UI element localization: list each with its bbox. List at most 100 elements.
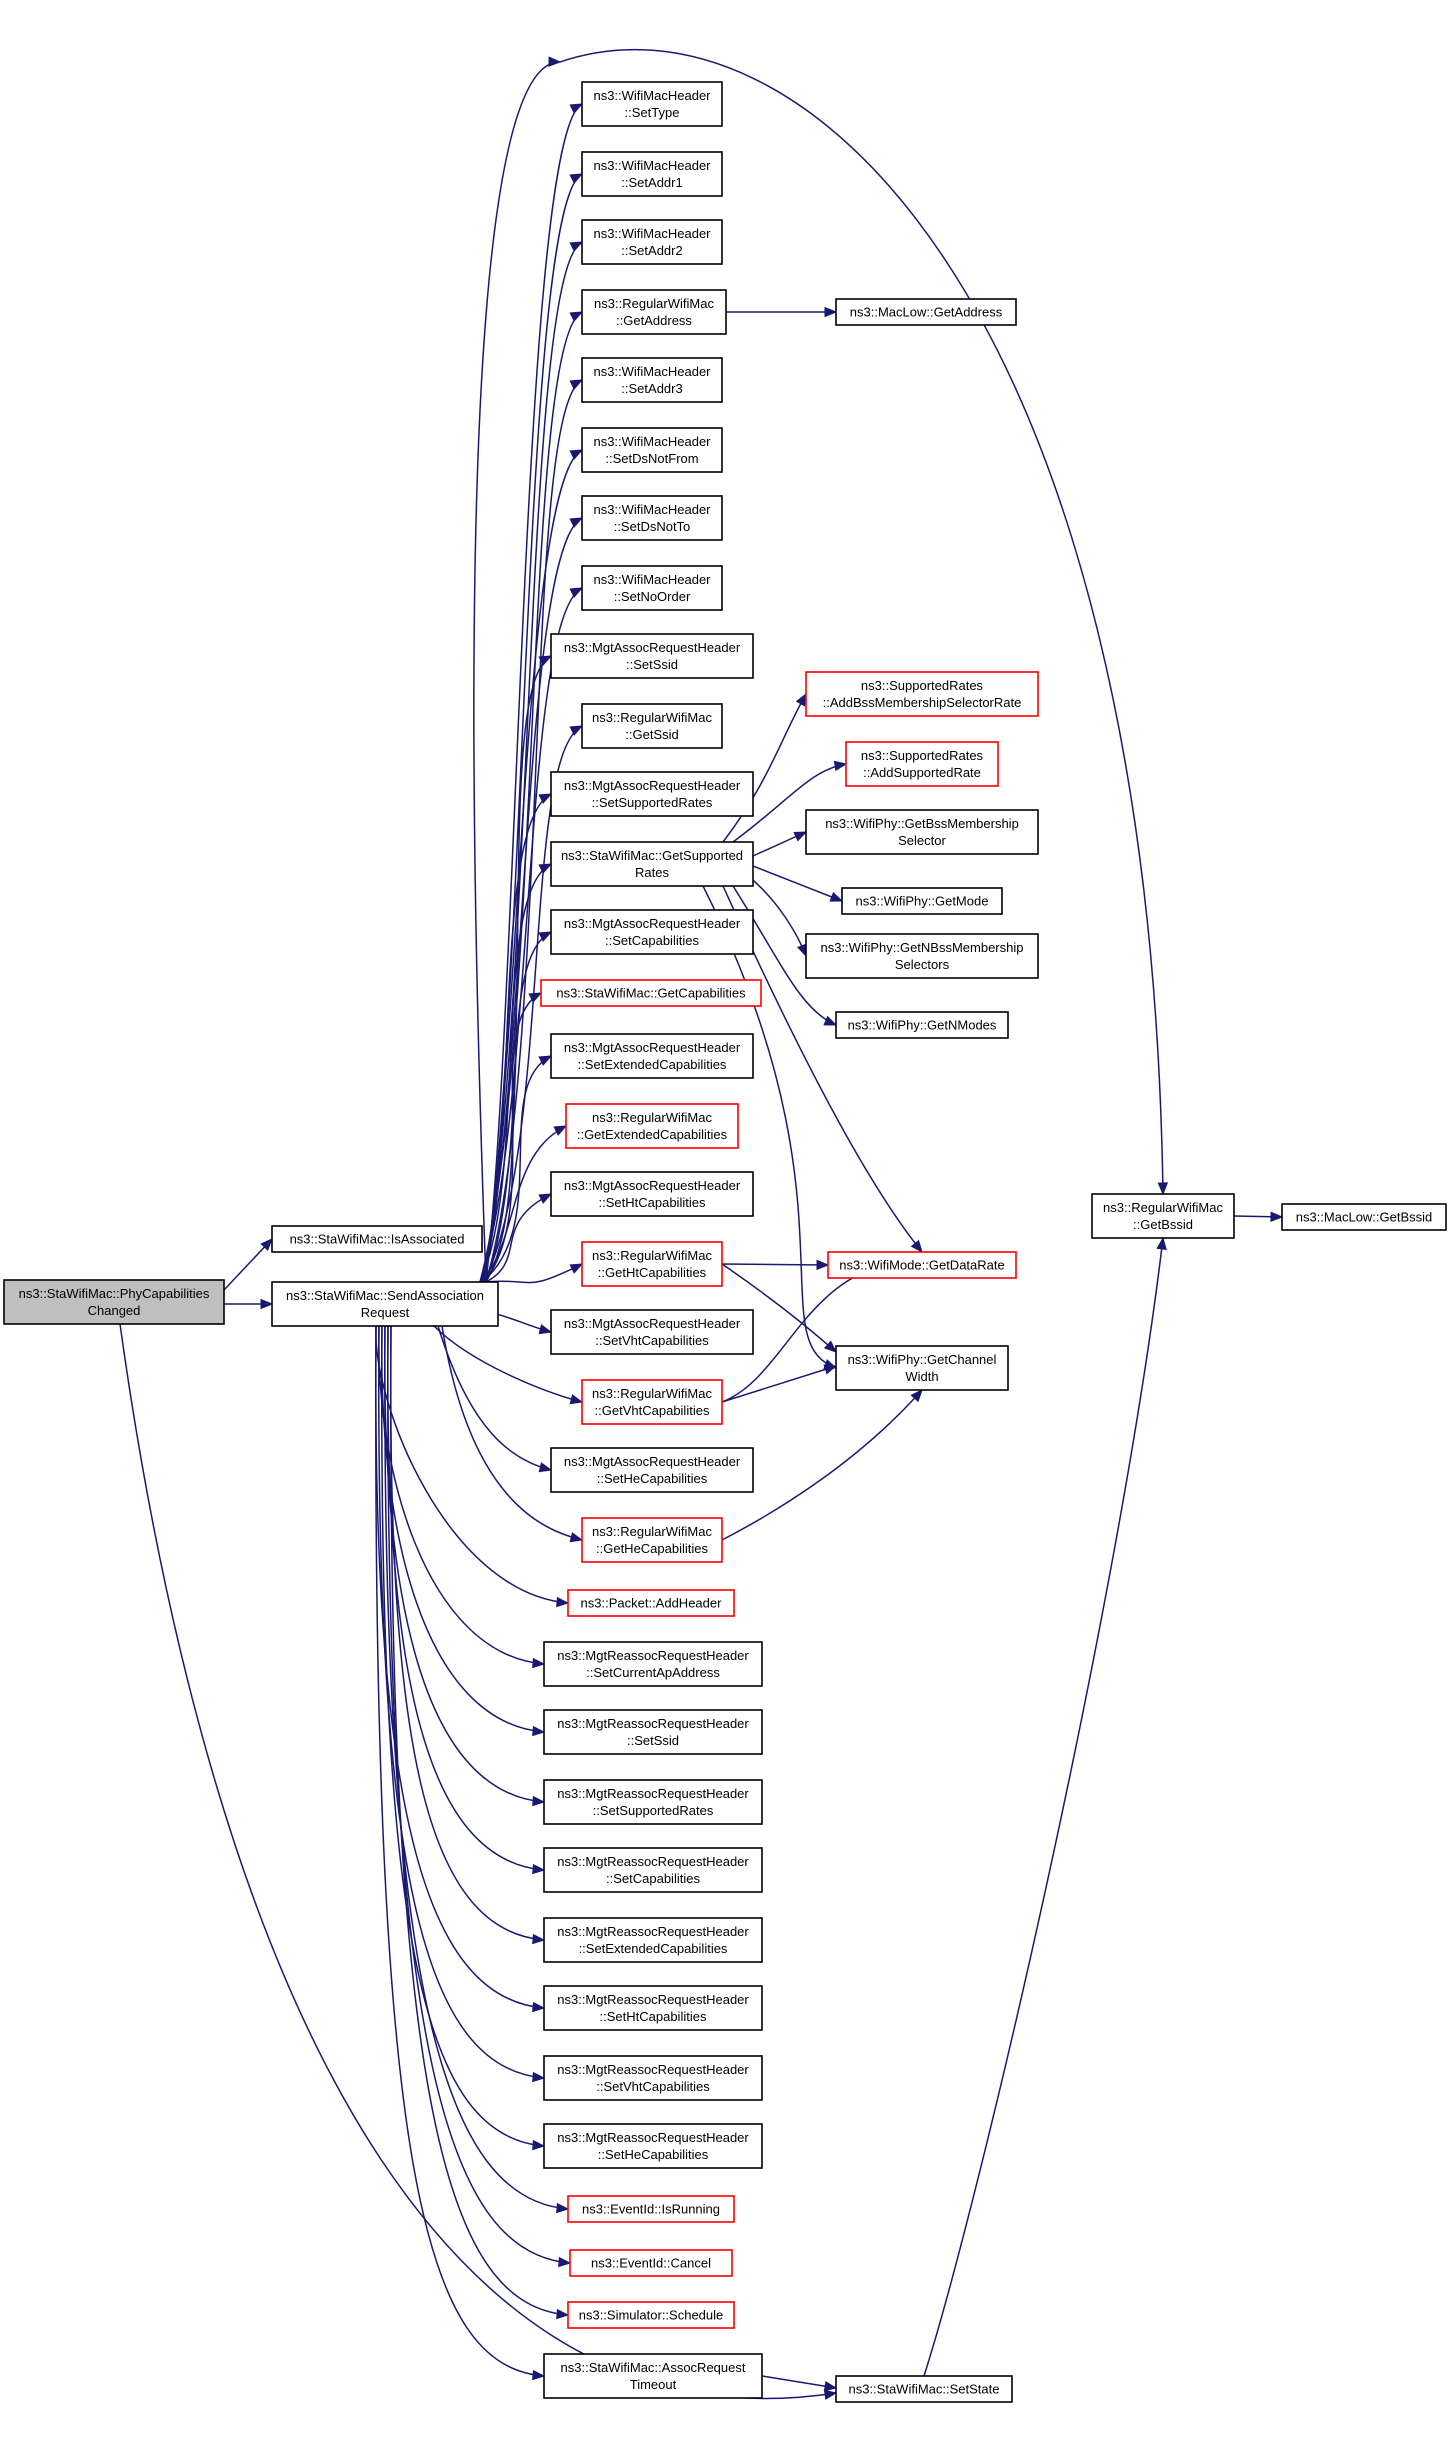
node-setType[interactable]: ns3::WifiMacHeader::SetType bbox=[581, 81, 723, 127]
node-box[interactable] bbox=[550, 1033, 754, 1079]
node-mrrSetCurrentAp[interactable]: ns3::MgtReassocRequestHeader::SetCurrent… bbox=[543, 1641, 763, 1687]
node-mrrSetVhtCap[interactable]: ns3::MgtReassocRequestHeader::SetVhtCapa… bbox=[543, 2055, 763, 2101]
node-box[interactable] bbox=[543, 1985, 763, 2031]
node-marSetCapabilities[interactable]: ns3::MgtAssocRequestHeader::SetCapabilit… bbox=[550, 909, 754, 955]
node-box[interactable] bbox=[543, 2055, 763, 2101]
node-box[interactable] bbox=[581, 1241, 723, 1287]
node-box[interactable] bbox=[550, 1447, 754, 1493]
node-schedule[interactable]: ns3::Simulator::Schedule bbox=[567, 2301, 735, 2329]
node-box[interactable] bbox=[835, 1011, 1009, 1039]
node-box[interactable] bbox=[581, 565, 723, 611]
node-box[interactable] bbox=[841, 887, 1003, 915]
node-marSetSupportedRates[interactable]: ns3::MgtAssocRequestHeader::SetSupported… bbox=[550, 771, 754, 817]
node-addBssMembership[interactable]: ns3::SupportedRates::AddBssMembershipSel… bbox=[805, 671, 1039, 717]
node-box[interactable] bbox=[805, 809, 1039, 855]
node-box[interactable] bbox=[827, 1251, 1017, 1279]
node-box[interactable] bbox=[581, 219, 723, 265]
node-setAddr2[interactable]: ns3::WifiMacHeader::SetAddr2 bbox=[581, 219, 723, 265]
node-setNoOrder[interactable]: ns3::WifiMacHeader::SetNoOrder bbox=[581, 565, 723, 611]
node-box[interactable] bbox=[543, 2123, 763, 2169]
node-mrrSetHtCap[interactable]: ns3::MgtReassocRequestHeader::SetHtCapab… bbox=[543, 1985, 763, 2031]
node-mrrSetCapabilities[interactable]: ns3::MgtReassocRequestHeader::SetCapabil… bbox=[543, 1847, 763, 1893]
node-rwmGetSsid[interactable]: ns3::RegularWifiMac::GetSsid bbox=[581, 703, 723, 749]
node-box[interactable] bbox=[565, 1103, 739, 1149]
node-getDataRate[interactable]: ns3::WifiMode::GetDataRate bbox=[827, 1251, 1017, 1279]
node-isAssociated[interactable]: ns3::StaWifiMac::IsAssociated bbox=[271, 1225, 483, 1253]
node-box[interactable] bbox=[581, 703, 723, 749]
node-mrrSetHeCap[interactable]: ns3::MgtReassocRequestHeader::SetHeCapab… bbox=[543, 2123, 763, 2169]
node-box[interactable] bbox=[550, 771, 754, 817]
node-box[interactable] bbox=[550, 909, 754, 955]
node-box[interactable] bbox=[581, 357, 723, 403]
node-box[interactable] bbox=[543, 1641, 763, 1687]
node-box[interactable] bbox=[567, 2195, 735, 2223]
node-addHeader[interactable]: ns3::Packet::AddHeader bbox=[567, 1589, 735, 1617]
node-setDsNotFrom[interactable]: ns3::WifiMacHeader::SetDsNotFrom bbox=[581, 427, 723, 473]
node-box[interactable] bbox=[271, 1225, 483, 1253]
node-box[interactable] bbox=[581, 1517, 723, 1563]
node-setState[interactable]: ns3::StaWifiMac::SetState bbox=[835, 2375, 1013, 2403]
node-macLowGetBssid[interactable]: ns3::MacLow::GetBssid bbox=[1281, 1203, 1447, 1231]
node-getMode[interactable]: ns3::WifiPhy::GetMode bbox=[841, 887, 1003, 915]
node-addSupportedRate[interactable]: ns3::SupportedRates::AddSupportedRate bbox=[845, 741, 999, 787]
node-box[interactable] bbox=[835, 1345, 1009, 1391]
node-rwmGetHtCap[interactable]: ns3::RegularWifiMac::GetHtCapabilities bbox=[581, 1241, 723, 1287]
node-box[interactable] bbox=[581, 495, 723, 541]
node-box[interactable] bbox=[550, 1171, 754, 1217]
node-box[interactable] bbox=[581, 1379, 723, 1425]
node-setAddr1[interactable]: ns3::WifiMacHeader::SetAddr1 bbox=[581, 151, 723, 197]
node-rwmGetHeCap[interactable]: ns3::RegularWifiMac::GetHeCapabilities bbox=[581, 1517, 723, 1563]
node-marSetSsid[interactable]: ns3::MgtAssocRequestHeader::SetSsid bbox=[550, 633, 754, 679]
node-marSetExtCap[interactable]: ns3::MgtAssocRequestHeader::SetExtendedC… bbox=[550, 1033, 754, 1079]
node-box[interactable] bbox=[581, 427, 723, 473]
node-marSetHeCap[interactable]: ns3::MgtAssocRequestHeader::SetHeCapabil… bbox=[550, 1447, 754, 1493]
node-box[interactable] bbox=[543, 1847, 763, 1893]
node-box[interactable] bbox=[569, 2249, 733, 2277]
node-macLowGetAddress[interactable]: ns3::MacLow::GetAddress bbox=[835, 298, 1017, 326]
node-box[interactable] bbox=[1281, 1203, 1447, 1231]
node-marSetVhtCap[interactable]: ns3::MgtAssocRequestHeader::SetVhtCapabi… bbox=[550, 1309, 754, 1355]
node-box[interactable] bbox=[271, 1281, 499, 1327]
node-mrrSetSupportedRates[interactable]: ns3::MgtReassocRequestHeader::SetSupport… bbox=[543, 1779, 763, 1825]
node-box[interactable] bbox=[543, 1779, 763, 1825]
node-box[interactable] bbox=[3, 1279, 225, 1325]
node-box[interactable] bbox=[835, 298, 1017, 326]
node-box[interactable] bbox=[543, 1917, 763, 1963]
node-box[interactable] bbox=[1091, 1193, 1235, 1239]
node-box[interactable] bbox=[540, 979, 762, 1007]
node-marSetHtCap[interactable]: ns3::MgtAssocRequestHeader::SetHtCapabil… bbox=[550, 1171, 754, 1217]
node-getCapabilities[interactable]: ns3::StaWifiMac::GetCapabilities bbox=[540, 979, 762, 1007]
node-box[interactable] bbox=[805, 933, 1039, 979]
node-box[interactable] bbox=[835, 2375, 1013, 2403]
node-box[interactable] bbox=[550, 1309, 754, 1355]
node-box[interactable] bbox=[845, 741, 999, 787]
node-setAddr3[interactable]: ns3::WifiMacHeader::SetAddr3 bbox=[581, 357, 723, 403]
node-setDsNotTo[interactable]: ns3::WifiMacHeader::SetDsNotTo bbox=[581, 495, 723, 541]
node-box[interactable] bbox=[550, 841, 754, 887]
node-rwmGetExtCap[interactable]: ns3::RegularWifiMac::GetExtendedCapabili… bbox=[565, 1103, 739, 1149]
node-box[interactable] bbox=[543, 2353, 763, 2399]
node-box[interactable] bbox=[567, 1589, 735, 1617]
node-mrrSetExtCap[interactable]: ns3::MgtReassocRequestHeader::SetExtende… bbox=[543, 1917, 763, 1963]
node-rwmGetBssid[interactable]: ns3::RegularWifiMac::GetBssid bbox=[1091, 1193, 1235, 1239]
node-box[interactable] bbox=[581, 289, 727, 335]
node-mrrSetSsid[interactable]: ns3::MgtReassocRequestHeader::SetSsid bbox=[543, 1709, 763, 1755]
node-box[interactable] bbox=[581, 81, 723, 127]
node-cancel[interactable]: ns3::EventId::Cancel bbox=[569, 2249, 733, 2277]
node-box[interactable] bbox=[550, 633, 754, 679]
node-getAddress[interactable]: ns3::RegularWifiMac::GetAddress bbox=[581, 289, 727, 335]
node-box[interactable] bbox=[581, 151, 723, 197]
node-box[interactable] bbox=[805, 671, 1039, 717]
node-isRunning[interactable]: ns3::EventId::IsRunning bbox=[567, 2195, 735, 2223]
node-getNModes[interactable]: ns3::WifiPhy::GetNModes bbox=[835, 1011, 1009, 1039]
node-box[interactable] bbox=[567, 2301, 735, 2329]
node-rwmGetVhtCap[interactable]: ns3::RegularWifiMac::GetVhtCapabilities bbox=[581, 1379, 723, 1425]
node-box[interactable] bbox=[543, 1709, 763, 1755]
